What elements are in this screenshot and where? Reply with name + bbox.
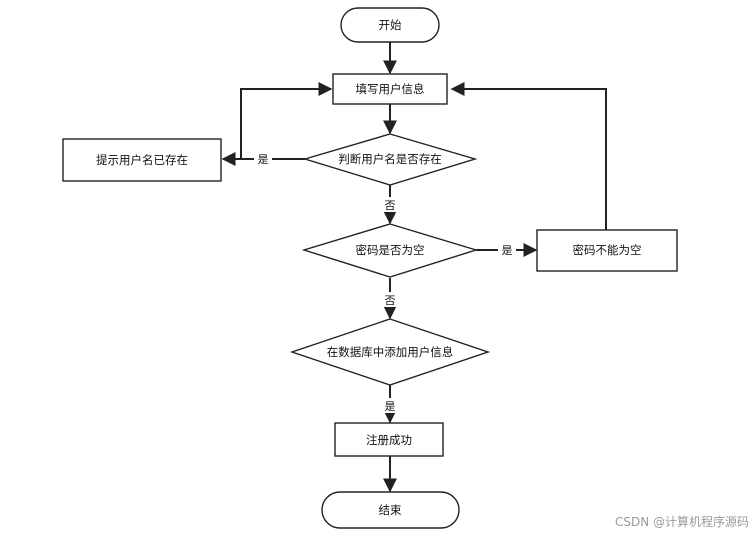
password-empty-box: [536, 229, 678, 272]
start-terminal: [340, 7, 440, 43]
password-empty-label: 密码不能为空: [573, 243, 642, 257]
end-label: 结束: [379, 503, 402, 517]
edge-label-bg: [381, 398, 399, 413]
edge-exists-back-to-fill: [240, 82, 333, 159]
end-terminal: [321, 491, 460, 529]
success-label: 注册成功: [366, 433, 412, 447]
watermark: CSDN @计算机程序源码: [615, 514, 749, 529]
edge-label-bg: [254, 151, 272, 166]
edge-label-bg: [381, 197, 399, 212]
edge-label-db-yes: 是: [385, 400, 396, 413]
edge-label-username-yes: 是: [258, 153, 269, 166]
check-password-label: 密码是否为空: [356, 243, 425, 257]
edge-label-password-yes: 是: [502, 244, 513, 257]
check-username-label: 判断用户名是否存在: [338, 152, 442, 166]
edge-empty-back-to-fill: [450, 82, 607, 230]
edge-label-bg: [498, 242, 516, 257]
fill-info-label: 填写用户信息: [356, 82, 425, 96]
start-label: 开始: [379, 18, 402, 32]
edge-label-username-no: 否: [385, 199, 396, 212]
check-password-decision: [301, 223, 479, 278]
edge-label-bg: [381, 292, 399, 307]
success-box: [334, 422, 444, 457]
add-to-db-decision: [289, 318, 491, 386]
username-exists-label: 提示用户名已存在: [96, 153, 188, 167]
edge-label-password-no: 否: [385, 294, 396, 307]
check-username-decision: [302, 133, 478, 186]
fill-info-box: [332, 73, 448, 105]
username-exists-box: [62, 138, 222, 182]
add-to-db-label: 在数据库中添加用户信息: [327, 345, 454, 359]
